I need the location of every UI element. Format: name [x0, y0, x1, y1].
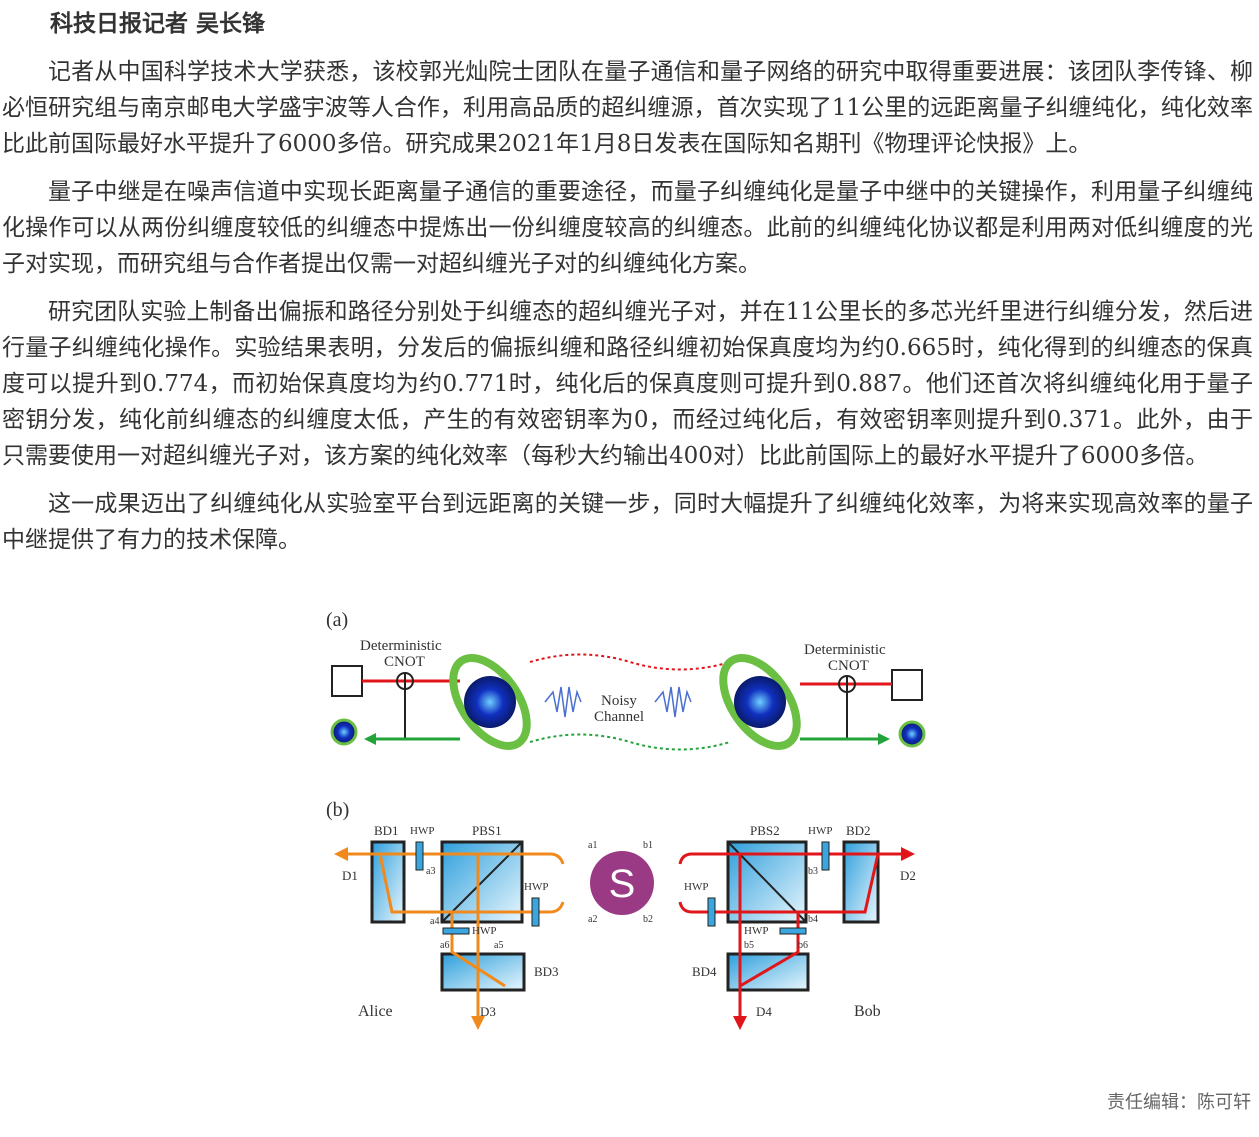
panel-b-label: (b): [326, 799, 349, 821]
detector-icon: [891, 669, 923, 701]
figure-label: b2: [643, 914, 653, 925]
figure-label: BD4: [692, 964, 717, 979]
figure-label: b4: [808, 914, 818, 925]
source-label: S: [609, 862, 636, 906]
figure-label: a4: [430, 916, 439, 927]
editor-credit: 责任编辑：陈可轩: [1107, 1092, 1251, 1113]
figure-label: BD1: [374, 823, 399, 838]
panel-a: (a) Deterministic CNOT Deterministic CNO…: [326, 609, 926, 751]
figure-label: HWP: [472, 925, 496, 937]
panel-a-label: (a): [326, 609, 348, 631]
figure-label: HWP: [524, 881, 548, 893]
cnot-label-left: Deterministic: [360, 638, 442, 654]
entangled-photon-icon: [734, 676, 786, 728]
article: 科技日报记者 吴长锋 记者从中国科学技术大学获悉，该校郭光灿院士团队在量子通信和…: [0, 6, 1259, 558]
bob-label: Bob: [854, 1003, 881, 1020]
figure-label: BD3: [534, 964, 559, 979]
noisy-channel-label-2: Channel: [594, 709, 644, 725]
entangled-photon-icon: [464, 676, 516, 728]
figure-label: b5: [744, 940, 754, 951]
byline: 科技日报记者 吴长锋: [50, 10, 266, 37]
figure-label: D3: [480, 1004, 496, 1019]
cnot-label-left-2: CNOT: [384, 654, 425, 670]
figure-label: D2: [900, 868, 916, 883]
entanglement-purification-figure: (a) Deterministic CNOT Deterministic CNO…: [320, 602, 940, 1037]
figure-label: a6: [440, 940, 449, 951]
paragraph: 量子中继是在噪声信道中实现长距离量子通信的重要途径，而量子纠缠纯化是量子中继中的…: [2, 179, 1253, 277]
figure-label: PBS1: [472, 823, 502, 838]
figure-label: HWP: [410, 825, 434, 837]
figure-label: BD2: [846, 823, 871, 838]
paragraph: 这一成果迈出了纠缠纯化从实验室平台到远距离的关键一步，同时大幅提升了纠缠纯化效率…: [2, 491, 1253, 553]
figure-label: D1: [342, 868, 358, 883]
figure-label: HWP: [744, 925, 768, 937]
alice-label: Alice: [358, 1003, 393, 1020]
figure-label: HWP: [808, 825, 832, 837]
figure-label: b6: [798, 940, 808, 951]
panel-b: (b) S BD1 HWP PBS1 PBS2 HWP BD2 HWP HWP …: [326, 799, 916, 1030]
detector-icon: [331, 665, 363, 697]
figure-label: a5: [494, 940, 503, 951]
paragraph: 研究团队实验上制备出偏振和路径分别处于纠缠态的超纠缠光子对，并在11公里长的多芯…: [2, 299, 1253, 469]
bd3-block: [440, 952, 526, 992]
figure-label: PBS2: [750, 823, 780, 838]
figure-label: a1: [588, 840, 597, 851]
paragraph: 记者从中国科学技术大学获悉，该校郭光灿院士团队在量子通信和量子网络的研究中取得重…: [2, 59, 1253, 157]
noisy-channel-label: Noisy: [601, 693, 637, 709]
cnot-label-right-2: CNOT: [828, 658, 869, 674]
figure-label: b3: [808, 866, 818, 877]
cnot-label-right: Deterministic: [804, 642, 886, 658]
photon-source-icon: [590, 851, 654, 915]
figure-label: D4: [756, 1004, 772, 1019]
figure-label: b1: [643, 840, 653, 851]
figure-label: a3: [426, 866, 435, 877]
figure-label: a2: [588, 914, 597, 925]
figure-label: HWP: [684, 881, 708, 893]
